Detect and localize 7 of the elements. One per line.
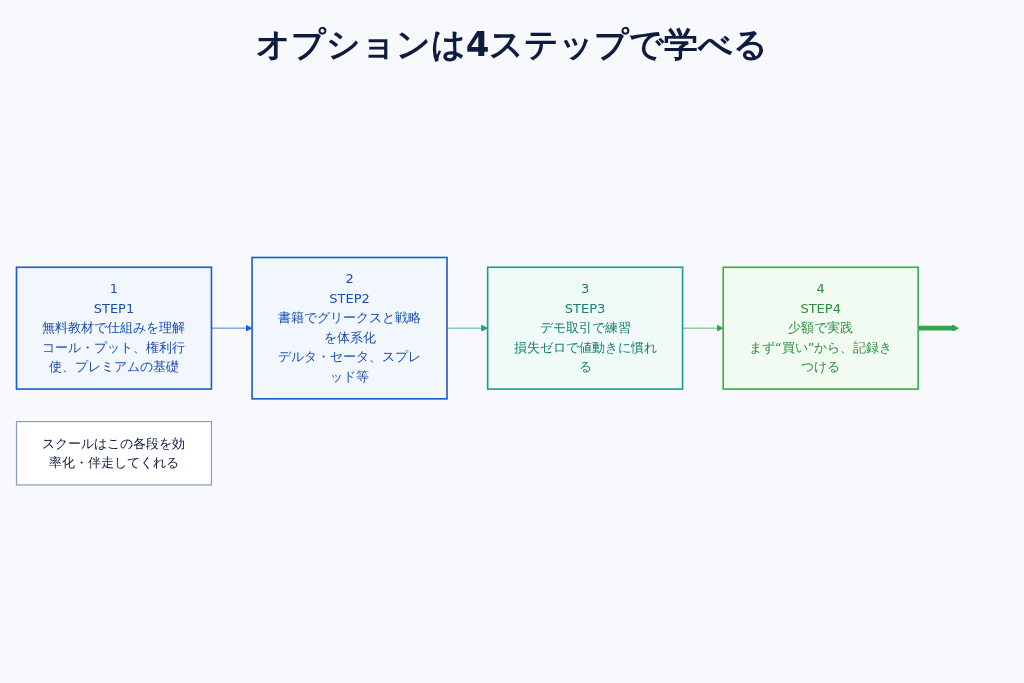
title: オプションは4ステップで学べる [254,23,770,66]
arrow [918,324,960,332]
node-box: スクールはこの各段を効率化・伴走してくれる [15,420,213,486]
node-box: 1 STEP1 無料教材で仕組みを理解 コール・プット、権利行使、プレミアムの基礎 [15,266,213,390]
node-box: 3 STEP3 デモ取引で練習 損失ゼロで値動きに慣れる [486,266,684,390]
node-box: 2 STEP2 書籍でグリークスと戦略を体系化 デルタ・セータ、スプレッド等 [251,256,448,400]
node-box: 4 STEP4 少額で実践 まず“買い”から、記録きつける [722,266,919,390]
